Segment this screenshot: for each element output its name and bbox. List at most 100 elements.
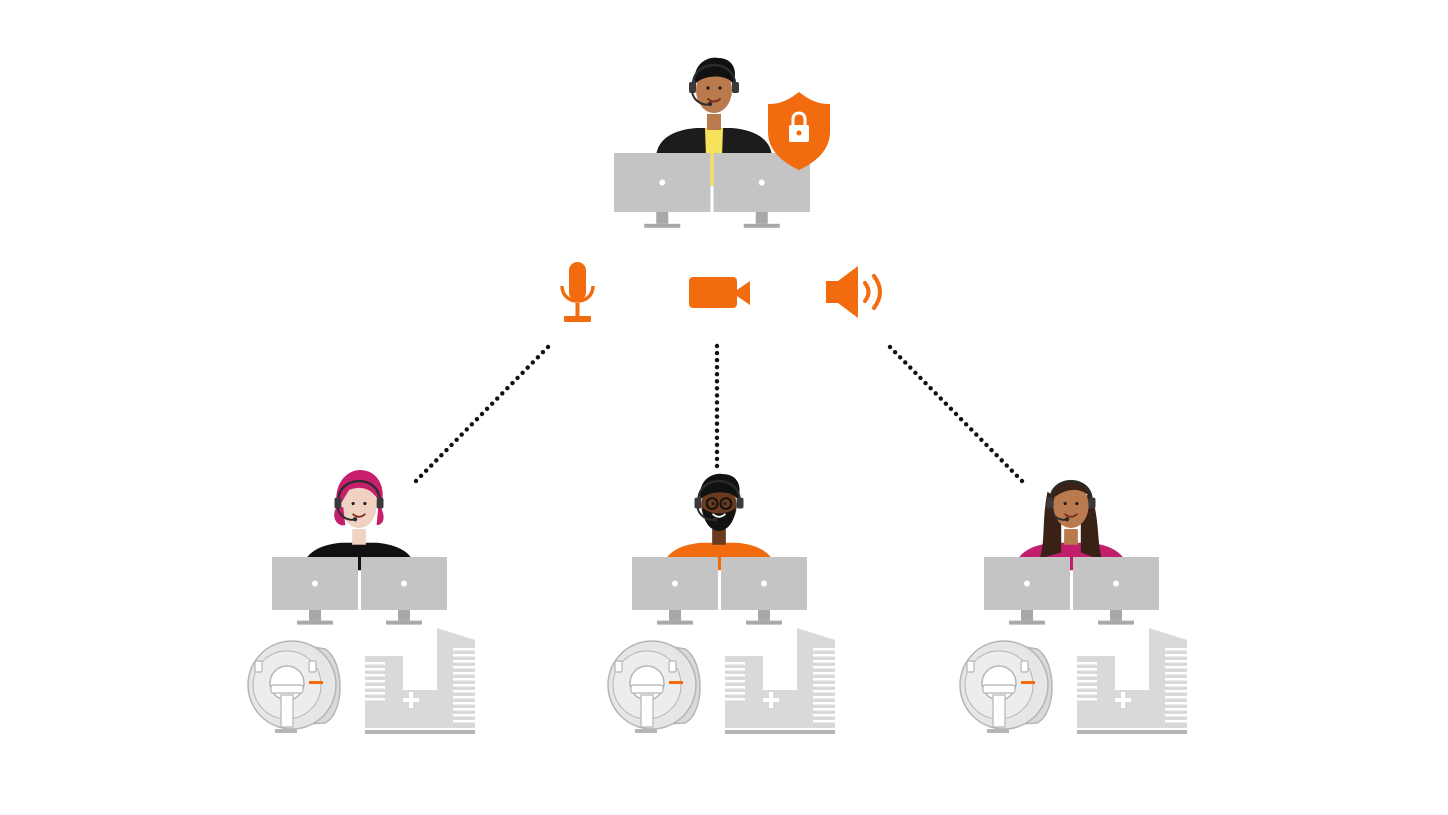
vent-line: [813, 660, 835, 663]
connector-dot: [469, 422, 475, 427]
connector-dot: [714, 407, 720, 412]
vent-line: [725, 692, 745, 695]
headset-band: [691, 63, 737, 87]
connector-dot: [520, 370, 525, 375]
connectors: [413, 343, 1025, 484]
hair: [336, 470, 383, 510]
connector-dot: [714, 435, 720, 440]
neck: [707, 114, 721, 130]
monitor-stand: [386, 620, 422, 625]
console-body: [1077, 628, 1187, 728]
connector-dot: [984, 442, 989, 448]
connector-dot: [429, 463, 434, 468]
table-pedestal: [280, 694, 294, 728]
smile: [352, 513, 366, 518]
vent-line: [725, 680, 745, 683]
connector-dot: [923, 380, 928, 386]
connector-dot: [1019, 478, 1025, 484]
video-camera-icon: [689, 277, 750, 308]
site-center-person: [662, 473, 776, 571]
connector-dot: [454, 437, 459, 442]
connector-dot: [459, 432, 464, 437]
headset-mic: [352, 517, 358, 522]
connector-dot: [1014, 473, 1020, 479]
patient-table: [982, 684, 1016, 694]
headset-mic: [707, 101, 713, 107]
mic-base: [564, 316, 591, 322]
vent-line: [813, 702, 835, 705]
connector-dot: [714, 449, 720, 455]
camera-lens: [737, 281, 750, 305]
power-light: [672, 580, 678, 587]
connector-dot: [714, 379, 720, 384]
eye: [351, 501, 355, 506]
power-light: [761, 580, 767, 587]
smile: [1064, 513, 1078, 518]
power-light: [1024, 580, 1030, 587]
communication-icons: [560, 262, 882, 322]
speaker-cone: [826, 266, 858, 318]
site-right-console-icon: [1077, 628, 1187, 734]
site-left: [247, 470, 475, 734]
connector-dot: [495, 396, 500, 401]
vent-line: [365, 668, 385, 671]
vent-line: [813, 672, 835, 675]
headset-ear: [694, 497, 702, 509]
power-light: [312, 580, 318, 587]
gantry-panel: [668, 660, 677, 673]
vent-line: [365, 662, 385, 665]
head: [341, 482, 377, 529]
vent-line: [453, 672, 475, 675]
headset-mic: [1064, 517, 1070, 522]
mic-capsule: [569, 262, 586, 301]
monitor-neck: [758, 610, 770, 621]
vent-line: [1077, 692, 1097, 695]
power-light: [1113, 580, 1119, 587]
lock-shackle: [791, 111, 807, 126]
cross-v: [1121, 692, 1125, 708]
power-light: [758, 179, 765, 186]
connector-dot: [897, 355, 903, 360]
console-base: [725, 730, 835, 734]
lock-keyhole: [796, 130, 802, 136]
site-left-monitors: [272, 557, 447, 625]
connector-dot: [714, 372, 720, 377]
vent-line: [365, 692, 385, 695]
monitor-stand: [746, 620, 782, 625]
table-base: [987, 729, 1009, 733]
connector-dot: [714, 400, 720, 405]
vent-line: [1077, 674, 1097, 677]
vent-line: [813, 714, 835, 717]
connector-dot: [444, 447, 449, 453]
central-operator-group: [614, 57, 830, 228]
site-center-ct-scanner-icon: [607, 640, 701, 733]
vent-line: [453, 720, 475, 723]
hair: [700, 473, 740, 500]
connector-dot: [948, 406, 954, 412]
monitor-neck: [1110, 610, 1122, 621]
glasses-lens: [719, 497, 733, 510]
vent-line: [1165, 696, 1187, 699]
headset-band: [1049, 479, 1093, 502]
connector-dot: [510, 380, 515, 386]
vent-line: [1165, 702, 1187, 705]
hair: [1051, 480, 1091, 500]
neck: [712, 529, 726, 545]
connector-dot: [714, 393, 720, 398]
connector-dot: [943, 401, 949, 406]
connector-dot: [903, 360, 908, 365]
console-body: [365, 628, 475, 728]
connector-dot: [535, 355, 541, 360]
hair: [694, 57, 736, 84]
vent-line: [365, 674, 385, 677]
connector-dot: [489, 401, 495, 406]
headset-ear: [732, 82, 739, 93]
site-left-console-icon: [365, 628, 475, 734]
smile: [707, 98, 721, 103]
head: [696, 67, 732, 113]
vent-line: [1165, 690, 1187, 693]
connector-dot: [530, 360, 535, 365]
vent-line: [725, 662, 745, 665]
